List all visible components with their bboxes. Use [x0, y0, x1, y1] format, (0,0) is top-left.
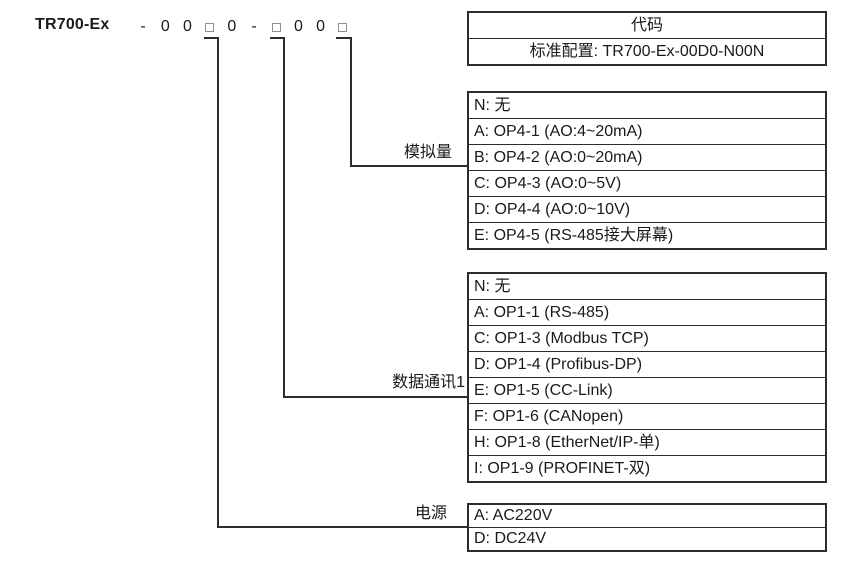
option-row: A: AC220V — [474, 507, 553, 524]
connector-power-horizontal — [217, 526, 467, 528]
code-table-header: 代码 — [630, 17, 663, 34]
option-row: N: 无 — [474, 278, 511, 295]
option-row: E: OP4-5 (RS-485接大屏幕) — [469, 222, 825, 248]
option-row: E: OP1-5 (CC-Link) — [469, 377, 825, 403]
option-row: D: DC24V — [469, 527, 825, 550]
code-char: 0 — [316, 18, 326, 35]
connector-analog-vertical — [350, 37, 352, 167]
group-label-data-comm: 数据通讯1 — [392, 374, 465, 391]
option-row: D: OP1-4 (Profibus-DP) — [469, 351, 825, 377]
code-table: 代码 标准配置: TR700-Ex-00D0-N00N — [467, 11, 827, 66]
code-char: - — [251, 18, 257, 35]
placeholder-box-icon — [271, 22, 281, 32]
power-supply-table: A: AC220V D: DC24V — [467, 503, 827, 552]
standard-config-row: 标准配置: TR700-Ex-00D0-N00N — [469, 38, 825, 64]
option-placeholder-box — [265, 16, 287, 38]
code-char: - — [140, 18, 146, 35]
connector-comm-vertical — [283, 37, 285, 398]
option-row: F: OP1-6 (CANopen) — [469, 403, 825, 429]
placeholder-box-icon — [338, 22, 348, 32]
data-comm-table: N: 无 A: OP1-1 (RS-485)C: OP1-3 (Modbus TC… — [467, 272, 827, 483]
option-row: D: OP4-4 (AO:0~10V) — [469, 196, 825, 222]
model-name: TR700-Ex — [35, 16, 110, 33]
option-row: C: OP4-3 (AO:0~5V) — [469, 170, 825, 196]
connector-power-stub — [204, 37, 219, 39]
connector-analog-horizontal — [350, 165, 467, 167]
connector-power-vertical — [217, 37, 219, 528]
connector-comm-stub — [270, 37, 285, 39]
connector-analog-stub — [336, 37, 352, 39]
connector-comm-horizontal — [283, 396, 467, 398]
option-row: A: OP1-1 (RS-485) — [469, 299, 825, 325]
option-placeholder-box — [199, 16, 221, 38]
code-char: 0 — [183, 18, 192, 35]
placeholder-box-icon — [205, 22, 215, 32]
option-row: I: OP1-9 (PROFINET-双) — [469, 455, 825, 481]
option-row: A: OP4-1 (AO:4~20mA) — [469, 118, 825, 144]
option-placeholder-box — [332, 16, 354, 38]
option-row: H: OP1-8 (EtherNet/IP-单) — [469, 429, 825, 455]
option-row: C: OP1-3 (Modbus TCP) — [469, 325, 825, 351]
analog-output-table: N: 无 A: OP4-1 (AO:4~20mA)B: OP4-2 (AO:0~2… — [467, 91, 827, 250]
option-row: B: OP4-2 (AO:0~20mA) — [469, 144, 825, 170]
option-row: N: 无 — [474, 97, 511, 114]
group-label-analog: 模拟量 — [403, 144, 452, 161]
code-char: 0 — [227, 18, 237, 35]
code-char: 0 — [293, 18, 303, 35]
code-char: 0 — [160, 18, 170, 35]
group-label-power: 电源 — [414, 505, 447, 522]
